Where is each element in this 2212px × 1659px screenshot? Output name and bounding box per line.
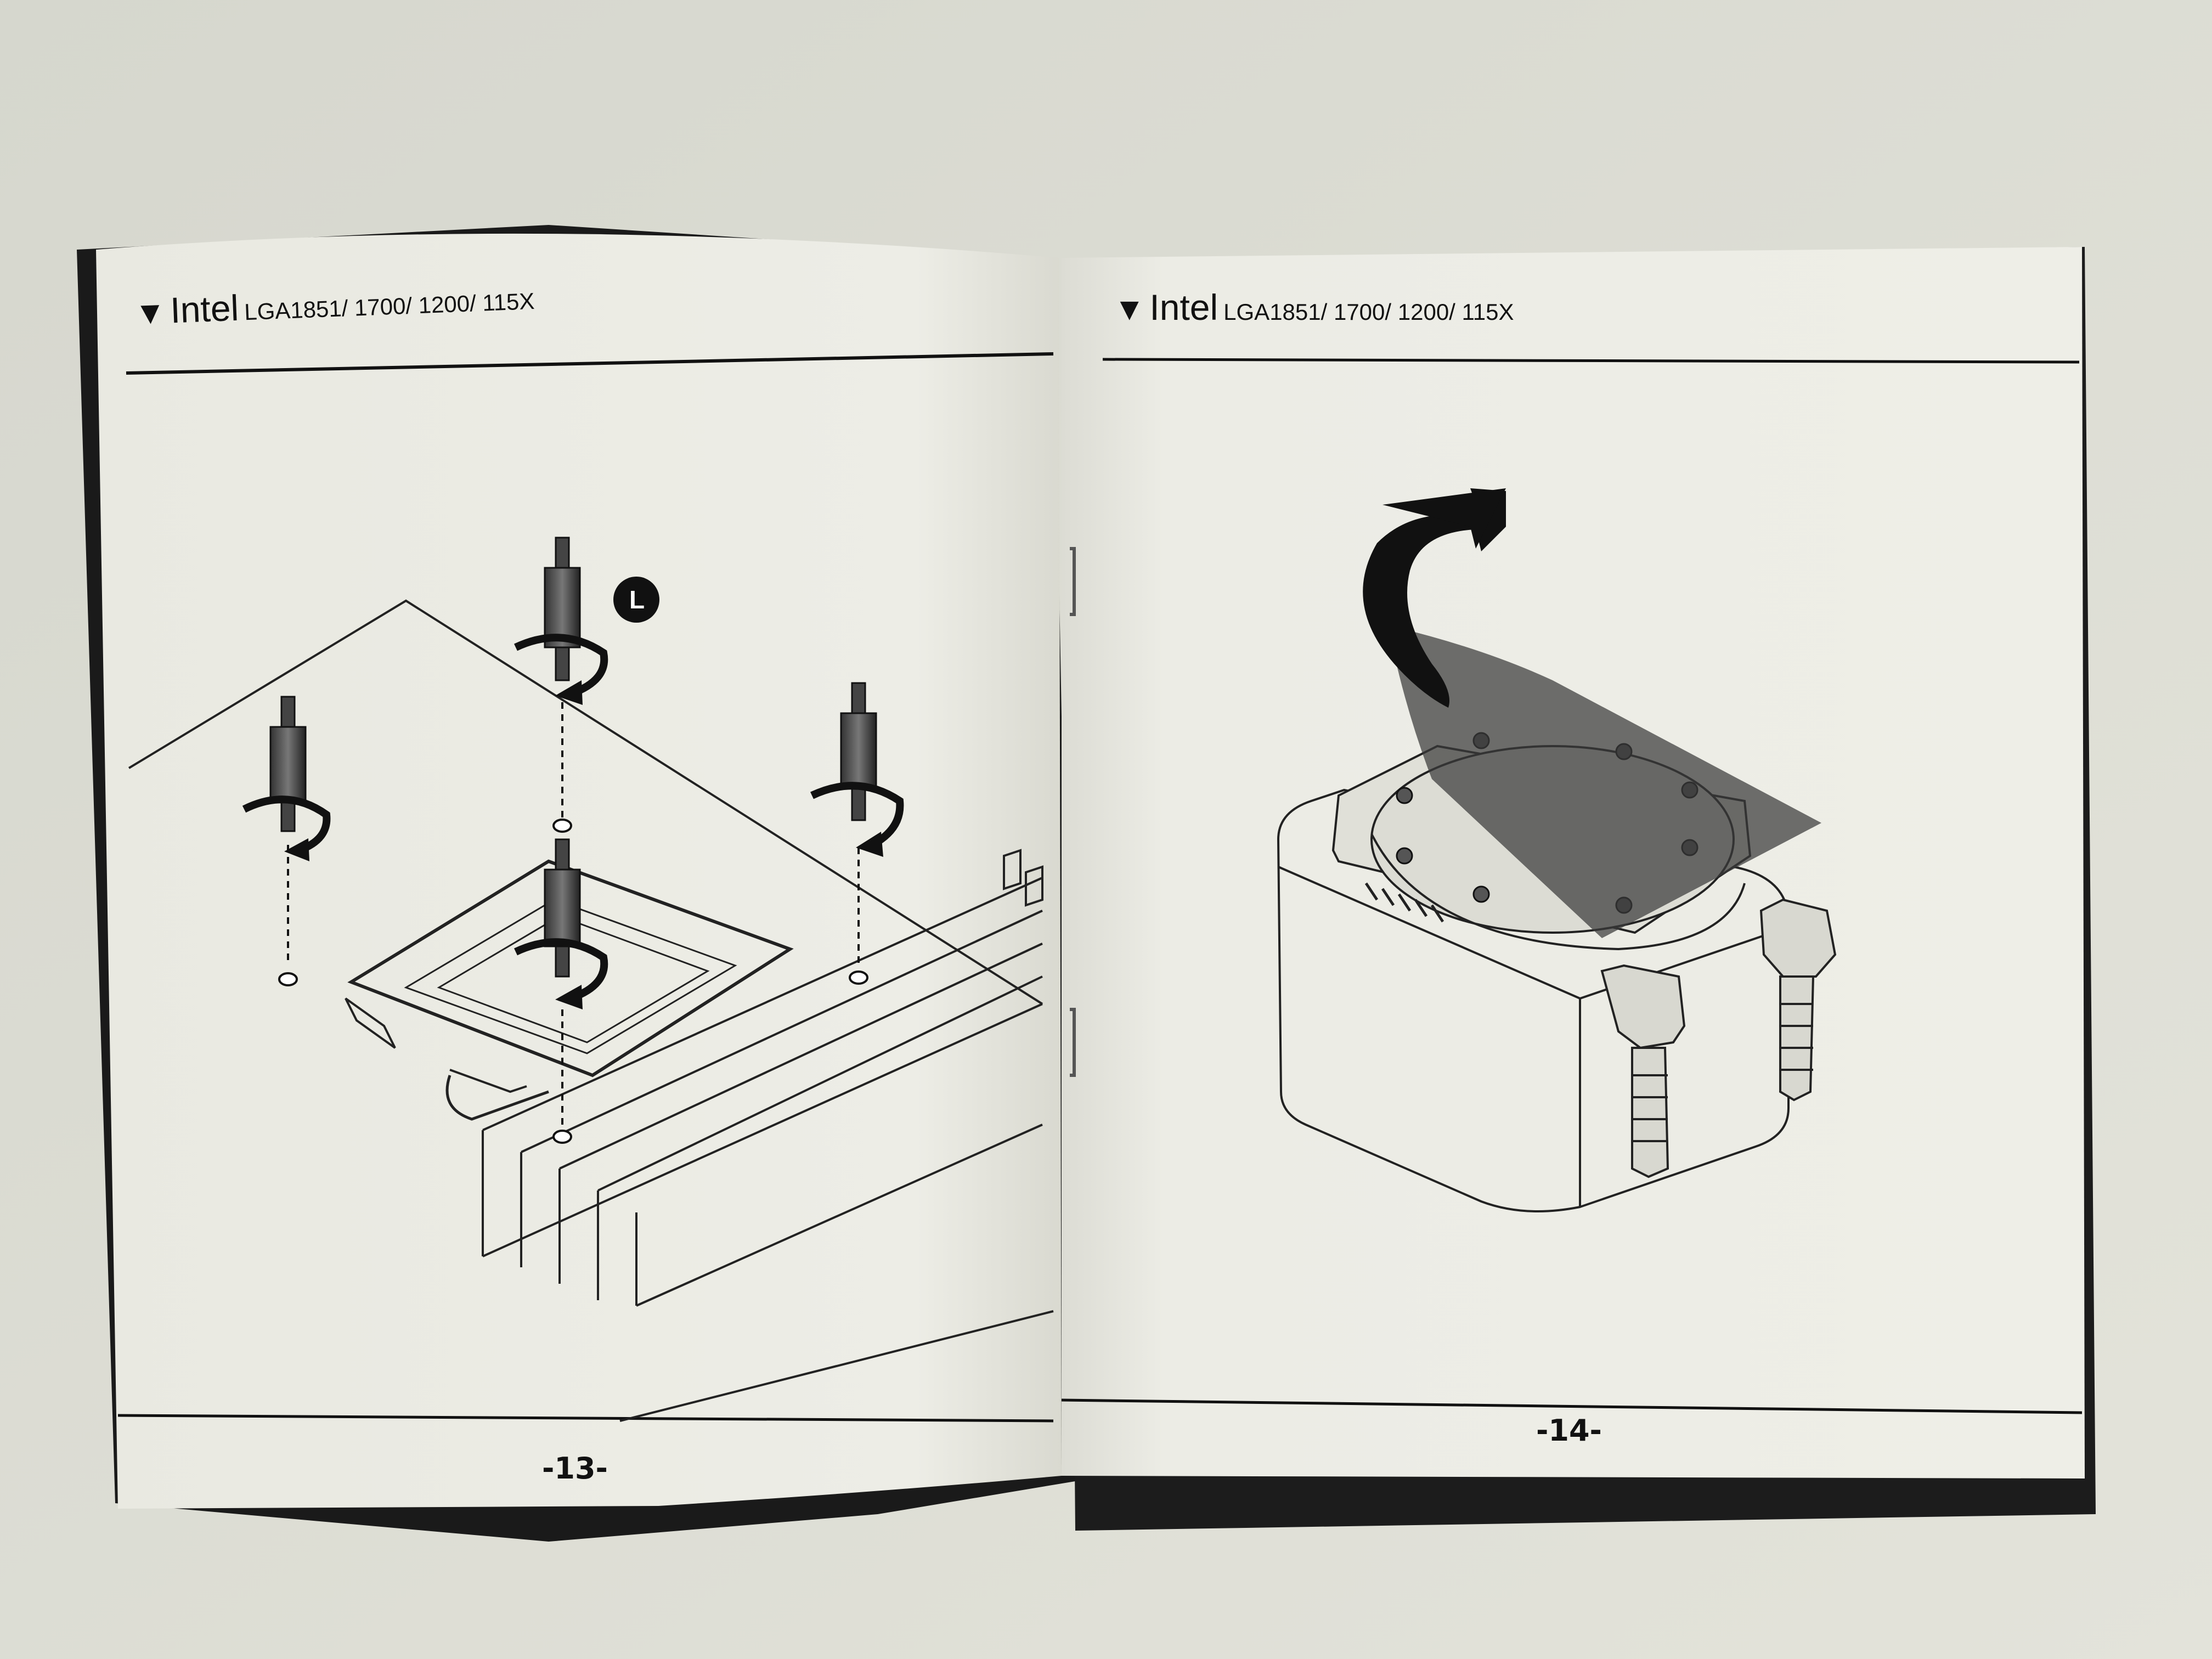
rotation-arrow-icons	[242, 634, 904, 1002]
rotate-arrow-icon	[810, 782, 904, 849]
protective-film	[1388, 625, 1821, 938]
page-number-left: -13-	[542, 1451, 608, 1486]
standoff-right	[840, 682, 877, 821]
mounting-guides	[287, 702, 860, 1130]
rotate-arrow-icon	[242, 795, 331, 854]
mounting-holes	[278, 819, 868, 1144]
rotate-arrow-icon	[514, 938, 608, 1002]
brand-title: Intel	[1149, 287, 1218, 328]
standoff-center	[544, 838, 581, 978]
peel-arrowhead-icon	[1383, 488, 1506, 549]
rotation-badge-label: L	[629, 585, 645, 614]
rotation-direction-badge	[613, 577, 659, 623]
socket-list: LGA1851/ 1700/ 1200/ 115X	[1223, 299, 1514, 325]
peel-arrow-icon	[1363, 488, 1506, 708]
binding-staples	[1070, 547, 1076, 1077]
triangle-icon: ▼	[133, 294, 167, 331]
rotate-arrow-icon	[514, 634, 608, 698]
triangle-icon: ▼	[1114, 291, 1146, 327]
motherboard-illustration	[128, 599, 1054, 1422]
brand-title: Intel	[169, 287, 240, 331]
rotation-arrowheads	[284, 680, 883, 1009]
standoff-screws	[269, 537, 877, 978]
page-number-right: -14-	[1536, 1413, 1602, 1448]
standoff-left	[269, 696, 307, 832]
